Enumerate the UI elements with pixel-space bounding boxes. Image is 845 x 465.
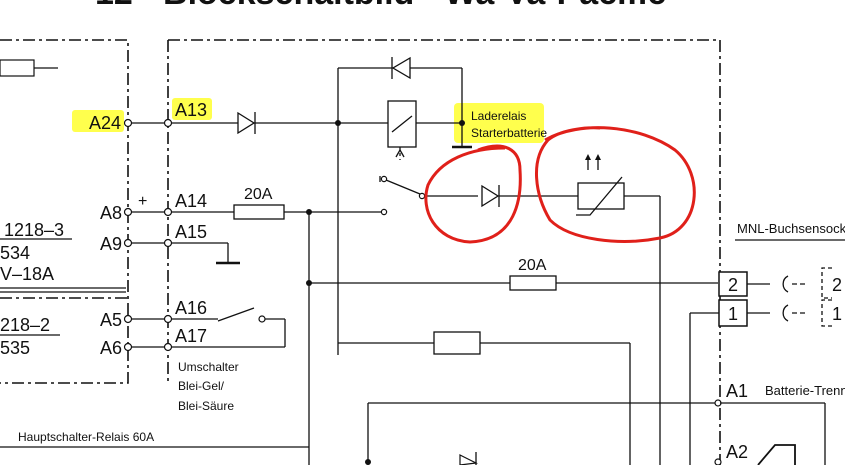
label-plus: +: [138, 193, 147, 210]
starterbatterie-label: Starterbatterie: [471, 126, 547, 140]
label-a24: A24: [89, 113, 121, 133]
fuse-20a-mid: [509, 275, 557, 291]
terminal-a24: [123, 118, 133, 128]
label-a17: A17: [175, 326, 207, 346]
batterie-trenn-label: Batterie-Trennrelais: [765, 383, 845, 398]
laderelais-label: Laderelais: [471, 109, 526, 123]
fuse-20a-top: [233, 204, 285, 220]
module1-line3: V–18A: [0, 264, 54, 284]
terminal-a14: [163, 207, 173, 217]
connector-pin-2: [718, 271, 748, 297]
terminal-a16: [163, 314, 173, 324]
umschalter-label-1: Umschalter: [178, 360, 239, 374]
label-a6: A6: [100, 338, 122, 358]
terminal-a2: [714, 458, 722, 465]
module1-line2: 534: [0, 243, 30, 263]
diode-top: [391, 56, 411, 80]
module2-line2: 535: [0, 338, 30, 358]
socket-1: [782, 304, 789, 322]
label-a9: A9: [100, 234, 122, 254]
red-circle-diode: [424, 144, 522, 244]
umschalter-label-2: Blei-Gel/: [178, 379, 225, 393]
highlight-a13: [172, 98, 212, 120]
page-heading: 12 - Blockschaltbild - Wa-Va-Pacific: [95, 0, 666, 12]
right-connector-1: 1: [832, 304, 842, 324]
switch-contact-bottom: [380, 208, 388, 216]
terminal-a13: [163, 118, 173, 128]
module2-line1: 218–2: [0, 315, 50, 335]
connector-2-label: 2: [728, 275, 738, 295]
right-connector-2: 2: [832, 275, 842, 295]
switch-contact-top: [380, 175, 388, 183]
terminal-a17: [163, 342, 173, 352]
label-fuse-top: 20A: [244, 186, 273, 203]
left-fuse-symbol: [0, 59, 35, 77]
label-a8: A8: [100, 203, 122, 223]
highlight-a24: [72, 110, 124, 132]
switch-a16-contact: [258, 315, 266, 323]
red-circle-thermistor: [535, 126, 696, 243]
mnl-label: MNL-Buchsensockel: [737, 221, 845, 236]
connector-1-label: 1: [728, 304, 738, 324]
socket-2: [782, 275, 789, 293]
terminal-a15: [163, 238, 173, 248]
diode-circled: [481, 184, 500, 208]
terminal-a6: [123, 342, 133, 352]
umschalter-label-3: Blei-Säure: [178, 399, 234, 413]
hauptschalter-label: Hauptschalter-Relais 60A: [18, 430, 154, 444]
label-a5: A5: [100, 310, 122, 330]
label-a15: A15: [175, 222, 207, 242]
label-a1: A1: [726, 381, 748, 401]
terminal-a5: [123, 314, 133, 324]
label-a2: A2: [726, 442, 748, 462]
diode-a13: [237, 111, 256, 135]
ptc-thermistor: [577, 182, 625, 210]
label-a13: A13: [175, 100, 207, 120]
terminal-a9: [123, 238, 133, 248]
label-fuse-mid: 20A: [518, 257, 547, 274]
main-module-border: [168, 39, 721, 465]
highlight-laderelais: [454, 103, 544, 143]
terminal-a8: [123, 207, 133, 217]
label-a14: A14: [175, 191, 207, 211]
resistor: [433, 331, 481, 355]
label-a16: A16: [175, 298, 207, 318]
module1-line1: 1218–3: [4, 220, 64, 240]
relay-coil: [387, 100, 417, 148]
switch-pivot: [418, 192, 426, 200]
